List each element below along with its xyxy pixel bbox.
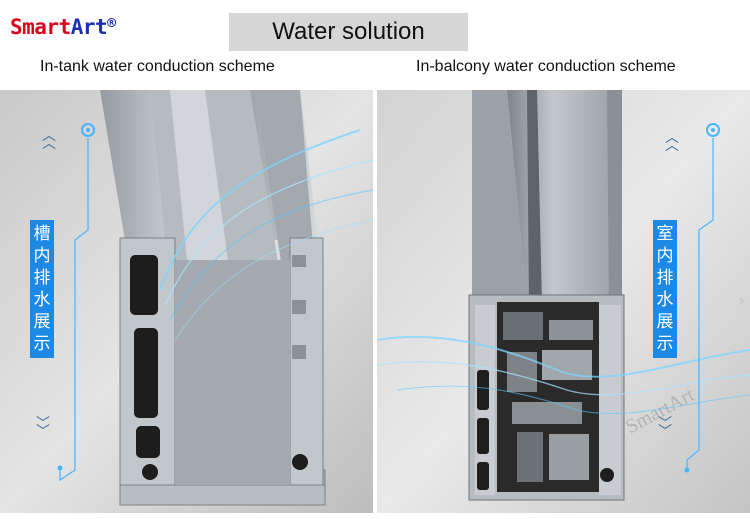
scroll-up-icon: ︿︿ <box>42 128 56 152</box>
svg-text:›: › <box>739 293 745 309</box>
brand-name-part1: Smart <box>10 15 71 39</box>
brand-name-part2: Art <box>70 15 108 39</box>
vertical-label-right: 室内排水展示 <box>653 220 677 358</box>
brand-logo: SmartArt® <box>10 14 116 39</box>
caption-right: In-balcony water conduction scheme <box>416 58 676 75</box>
vertical-label-left: 槽内排水展示 <box>30 220 54 358</box>
in-balcony-scheme-image: › ︿︿ ﹀﹀ 室内排水展示 SmartArt <box>377 90 750 513</box>
caption-left: In-tank water conduction scheme <box>40 58 275 75</box>
in-balcony-illustration: › <box>377 90 750 513</box>
page-title: Water solution <box>272 18 425 45</box>
scroll-up-icon: ︿︿ <box>665 130 679 154</box>
scroll-down-icon: ﹀﹀ <box>36 416 50 440</box>
in-tank-illustration <box>0 90 373 513</box>
in-tank-scheme-image: ︿︿ ﹀﹀ 槽内排水展示 <box>0 90 373 513</box>
scroll-down-icon: ﹀﹀ <box>658 416 672 440</box>
title-banner: Water solution <box>229 13 468 51</box>
registered-mark: ® <box>107 14 116 32</box>
